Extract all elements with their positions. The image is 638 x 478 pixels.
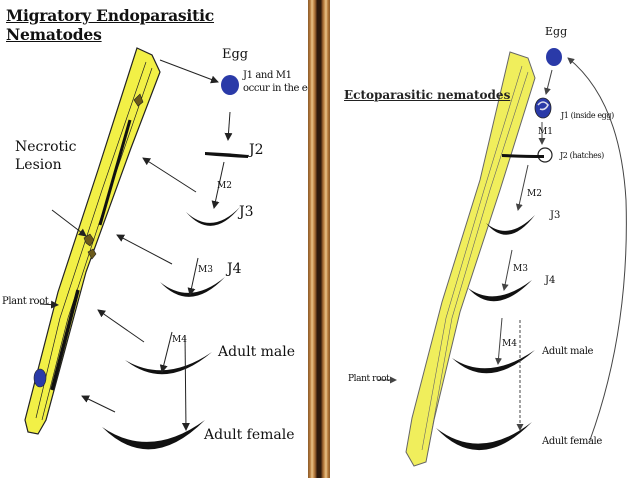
root-lesion-streak [50,289,80,391]
adult-male-label: Adult male [542,346,594,357]
arrow [159,59,219,84]
j3-label: J3 [550,210,561,221]
j3-nematode [486,215,535,235]
panel-title: Migratory Endoparasitic Nematodes [6,6,215,44]
plant-root-label: Plant root [2,296,49,307]
m2-label: M2 [217,181,232,191]
plant-root-shape [405,51,536,467]
endoparasitic-panel: Migratory Endoparasitic Nematodes Egg J1… [0,0,308,478]
return-arrow [567,57,627,441]
m3-label: M3 [513,264,528,274]
arrow [116,234,173,265]
egg-label: Egg [545,25,568,38]
j1-nematode-coil [537,101,549,111]
arrow [39,300,59,309]
root-vascular-line [427,71,529,453]
arrow [211,161,225,209]
arrow [81,395,116,413]
panel-divider [308,0,330,478]
egg-in-root [33,368,47,388]
j3-label: J3 [239,204,254,220]
arrow [224,111,233,141]
j2-nematode [205,152,248,158]
egg-shape [546,48,562,66]
plant-root-label: Plant root [348,374,390,384]
j3-nematode [186,207,240,226]
arrow [159,331,173,373]
j4-label: J4 [545,275,556,286]
root-lesion-streak [98,119,132,226]
j2-nematode [502,154,544,158]
j4-label: J4 [227,261,242,277]
necrotic-lesion-mark [133,93,144,107]
j2-label: J2 (hatches) [560,151,604,160]
root-vascular-line [35,61,147,419]
arrow [51,209,87,237]
adult-male-nematode [452,350,535,374]
arrow [495,317,503,365]
root-vascular-line [421,65,523,451]
egg-note-label: J1 and M1 occur in the egg [243,70,308,94]
ectoparasitic-diagram [378,48,627,467]
adult-male-label: Adult male [218,344,296,360]
arrow [501,249,513,291]
egg-label: Egg [222,47,249,62]
j4-nematode [468,280,532,302]
endoparasitic-diagram [24,47,248,450]
j2-label: J2 [249,142,264,158]
necrotic-lesion-label: Necrotic Lesion [15,139,77,174]
adult-female-label: Adult female [542,436,602,447]
adult-female-nematode [102,420,205,450]
m4-label: M4 [172,335,187,345]
j4-nematode [160,277,225,297]
arrow [187,257,199,296]
arrow [544,69,553,95]
m2-label: M2 [527,189,542,199]
arrow [97,309,145,343]
m1-label: M1 [538,127,553,137]
ectoparasitic-panel: Ectoparasitic nematodes Egg J1 (inside e… [330,0,638,478]
egg-shape [221,75,239,95]
adult-male-nematode [125,352,212,375]
adult-female-nematode [436,422,532,451]
arrow [515,164,529,211]
adult-female-label: Adult female [204,427,295,443]
m3-label: M3 [198,265,213,275]
necrotic-lesion-mark [87,248,97,260]
arrow [181,334,190,431]
j1-egg-shape [534,97,552,119]
necrotic-lesion-mark [83,233,95,247]
arrow [142,157,197,193]
panel-title: Ectoparasitic nematodes [344,88,511,102]
j1-label: J1 (inside egg) [561,111,614,120]
m4-label: M4 [502,339,517,349]
